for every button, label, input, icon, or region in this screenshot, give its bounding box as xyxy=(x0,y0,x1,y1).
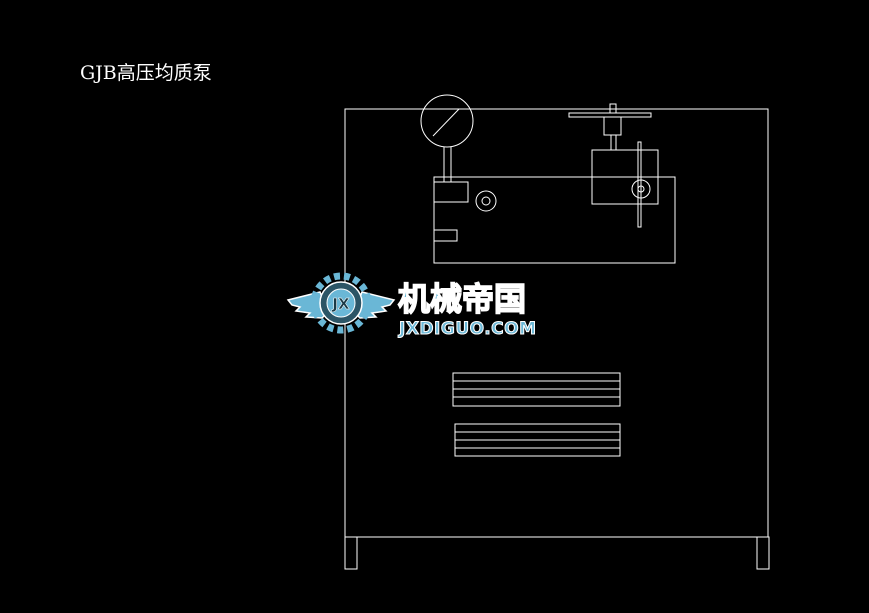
pressure-gauge xyxy=(420,94,474,182)
inlet-port xyxy=(475,190,497,212)
watermark-brand-cn: 机械帝国 xyxy=(398,280,526,318)
handwheel-hub xyxy=(609,103,617,114)
outlet-port xyxy=(433,229,458,242)
lower-vent-grille xyxy=(454,423,621,457)
pump-head-housing xyxy=(433,176,676,264)
watermark: JX 机械帝国 JXDIGUO.COM xyxy=(286,272,537,340)
left-foot xyxy=(344,536,358,570)
regulator-rod xyxy=(637,141,642,228)
regulator-seat xyxy=(631,179,651,199)
gauge-needle xyxy=(432,108,460,137)
drawing-title: GJB高压均质泵 xyxy=(80,62,212,84)
valve-block xyxy=(433,181,469,203)
regulator-body xyxy=(591,149,659,205)
regulator-nut xyxy=(603,116,622,136)
handwheel-bar xyxy=(568,112,652,118)
pressure-regulator xyxy=(568,103,659,228)
watermark-brand-en: JXDIGUO.COM xyxy=(398,319,537,339)
upper-vent-grille xyxy=(452,372,621,407)
gauge-dial xyxy=(420,94,474,148)
right-foot xyxy=(756,536,770,570)
winged-gear-logo-icon: JX xyxy=(286,272,396,334)
logo-letters: JX xyxy=(331,295,350,313)
